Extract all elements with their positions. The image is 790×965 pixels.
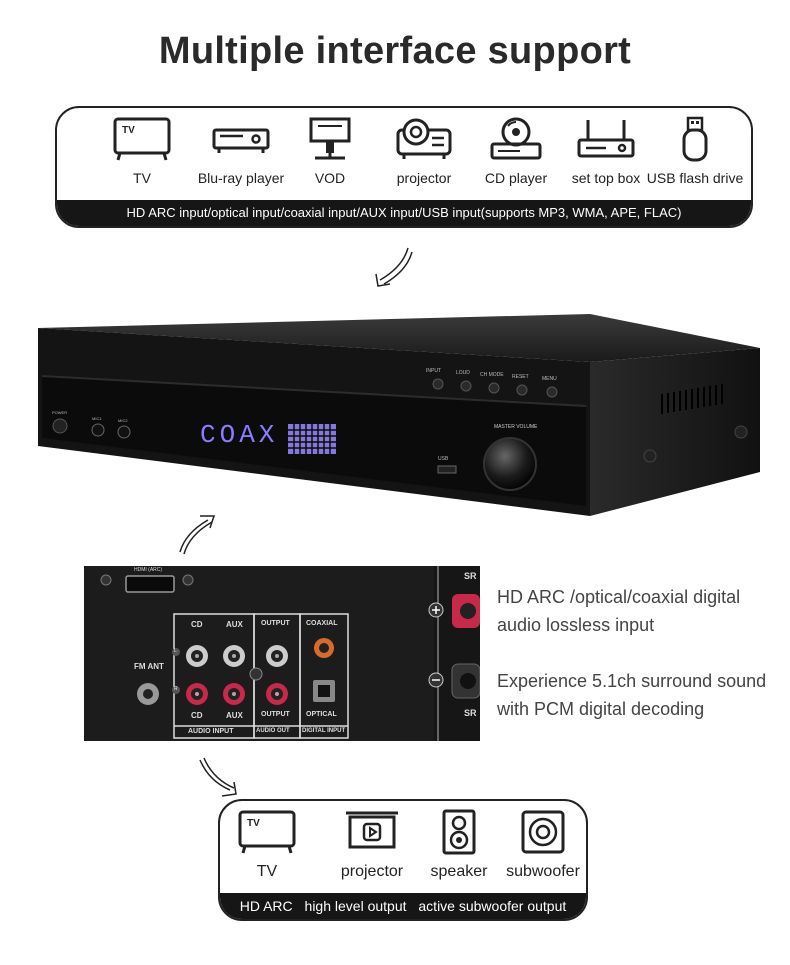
description-digital-input: HD ARC /optical/coaxial digital audio lo… <box>497 583 740 639</box>
output-band-hdarc: HD ARC <box>239 898 293 914</box>
input-label-tv: TV <box>133 170 151 186</box>
vod-icon <box>309 117 351 160</box>
input-label-projector: projector <box>396 170 452 186</box>
output-bottom-label: OUTPUT <box>261 711 290 718</box>
output-label-speaker: speaker <box>430 863 488 880</box>
reset-button-label: RESET <box>512 374 529 380</box>
input-item-usb-drive: USB flash drive <box>645 116 745 186</box>
output-item-subwoofer: subwoofer <box>500 809 586 881</box>
projector-icon <box>346 811 398 849</box>
output-item-projector: projector <box>332 809 412 881</box>
cd-bottom-label: CD <box>191 711 203 720</box>
output-band: HD ARC high level output active subwoofe… <box>220 893 586 919</box>
digital-input-label: DIGITAL INPUT <box>302 728 346 734</box>
input-button-label: INPUT <box>426 368 441 374</box>
usb-port-label: USB <box>438 456 449 462</box>
audio-out-label: AUDIO OUT <box>256 728 290 734</box>
arrow-down-icon <box>375 247 413 287</box>
output-band-subwoofer: active subwoofer output <box>418 898 567 914</box>
loud-button-label: LOUD <box>456 370 470 376</box>
tv-icon: TV <box>113 117 171 161</box>
output-label-tv: TV <box>256 863 278 880</box>
arrow-up-icon <box>179 515 216 555</box>
mic2-label: MIC2 <box>118 418 128 423</box>
input-item-bluray: Blu-ray player <box>191 116 291 186</box>
display-text: COAX <box>200 420 278 450</box>
page-title: Multiple interface support <box>158 30 632 72</box>
aux-bottom-label: AUX <box>226 711 243 720</box>
tv-icon: TV <box>238 810 296 854</box>
description-line-1: HD ARC /optical/coaxial digital <box>497 587 741 607</box>
set-top-box-icon <box>577 120 635 158</box>
audio-input-label: AUDIO INPUT <box>188 728 234 735</box>
speaker-icon <box>442 809 476 855</box>
input-label-usb-drive: USB flash drive <box>646 170 744 186</box>
input-item-vod: VOD <box>295 116 365 186</box>
input-item-set-top-box: set top box <box>563 116 649 186</box>
power-label: POWER <box>52 410 68 415</box>
input-interface-panel: TV TV Blu-ray player <box>55 106 753 228</box>
output-label-projector: projector <box>340 863 404 880</box>
output-top-label: OUTPUT <box>261 620 290 627</box>
arrow-down-right-icon <box>199 757 237 797</box>
bluray-player-icon <box>212 128 270 153</box>
l-channel-label: L <box>174 648 177 654</box>
input-band: HD ARC input/optical input/coaxial input… <box>57 200 751 226</box>
master-volume-label: MASTER VOLUME <box>494 424 538 430</box>
mic1-label: MIC1 <box>92 416 102 421</box>
output-item-speaker: speaker <box>424 809 494 881</box>
output-band-high-level: high level output <box>304 898 407 914</box>
fm-ant-label: FM ANT <box>134 662 164 671</box>
description-surround: Experience 5.1ch surround sound with PCM… <box>497 667 766 723</box>
svg-text:TV: TV <box>247 818 260 829</box>
usb-flash-drive-icon <box>682 116 708 162</box>
aux-top-label: AUX <box>226 620 243 629</box>
av-receiver: COAX INPUT LOUD CH MODE RESET MENU MASTE… <box>30 306 770 526</box>
description-line-2: audio lossless input <box>497 615 655 635</box>
output-interface-panel: TV TV projector speaker <box>218 799 588 921</box>
menu-button-label: MENU <box>542 376 557 382</box>
output-item-tv: TV TV <box>232 809 302 881</box>
sr-top-label: SR <box>464 571 477 581</box>
optical-label: OPTICAL <box>306 711 337 718</box>
input-label-cd-player: CD player <box>484 170 548 186</box>
rear-panel: HDMI (ARC) FM ANT CD AUX OUTPUT COAXIAL … <box>84 566 481 741</box>
cd-top-label: CD <box>191 620 203 629</box>
input-item-cd-player: CD player <box>473 116 559 186</box>
input-item-projector: projector <box>381 116 467 186</box>
input-label-set-top-box: set top box <box>571 170 641 186</box>
hdmi-arc-label: HDMI (ARC) <box>134 567 163 573</box>
description-line-3: Experience 5.1ch surround sound <box>497 671 767 691</box>
description-line-4: with PCM digital decoding <box>497 699 705 719</box>
input-label-vod: VOD <box>314 170 346 186</box>
coaxial-label: COAXIAL <box>306 620 338 627</box>
svg-text:TV: TV <box>122 125 135 136</box>
input-label-bluray: Blu-ray player <box>197 170 285 186</box>
output-label-subwoofer: subwoofer <box>506 863 580 880</box>
r-channel-label: R <box>174 686 178 692</box>
ch-mode-button-label: CH MODE <box>480 372 504 378</box>
subwoofer-icon <box>521 810 565 854</box>
sr-bottom-label: SR <box>464 708 477 718</box>
cd-player-icon <box>490 117 542 160</box>
projector-icon <box>396 118 452 159</box>
input-item-tv: TV TV <box>99 116 185 186</box>
